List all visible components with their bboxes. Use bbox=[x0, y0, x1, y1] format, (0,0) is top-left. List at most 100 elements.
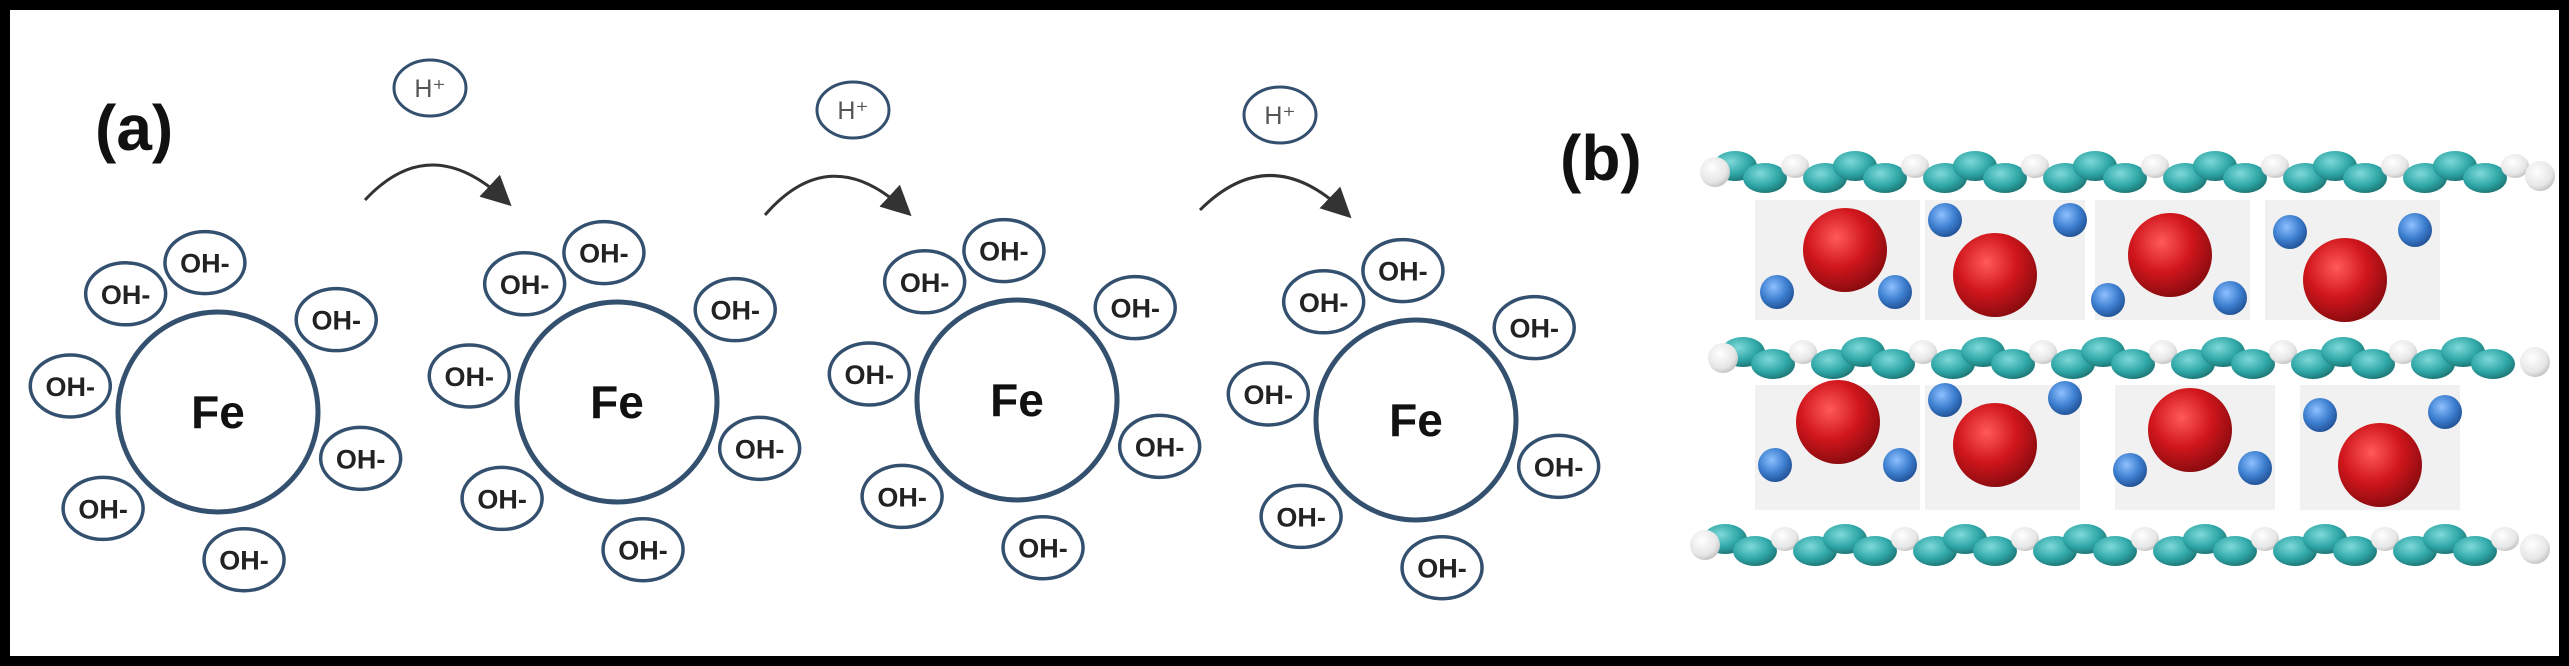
water-hydrogen-atom bbox=[2428, 395, 2462, 429]
fe-atom-circle bbox=[914, 297, 1120, 503]
water-hydrogen-atom bbox=[1758, 448, 1792, 482]
hydroxide-ligand: OH- bbox=[1516, 433, 1601, 500]
ligand-ellipse bbox=[693, 276, 777, 343]
proton-transfer-arrow: H⁺ bbox=[763, 80, 912, 217]
panel-a-label: (a) bbox=[95, 92, 173, 164]
ligand-label: OH- bbox=[46, 372, 96, 402]
ligand-label: OH- bbox=[1378, 257, 1428, 287]
hydrogen-atom bbox=[2131, 527, 2159, 551]
hydrogen-atom bbox=[1909, 340, 1937, 364]
proton-ellipse bbox=[392, 58, 468, 118]
water-hydrogen-atom bbox=[1878, 275, 1912, 309]
oxygen-atom bbox=[1953, 233, 2037, 317]
oxygen-atom bbox=[1796, 380, 1880, 464]
carbon-atom bbox=[1863, 163, 1907, 193]
hydrogen-atom bbox=[2261, 154, 2289, 178]
ligand-ellipse bbox=[827, 341, 912, 407]
panel-b-diagram bbox=[1690, 151, 2555, 566]
hydroxide-ligand: OH- bbox=[1492, 294, 1576, 361]
carbon-atom bbox=[2093, 536, 2137, 566]
oxygen-atom bbox=[1803, 208, 1887, 292]
ligand-label: OH- bbox=[710, 296, 760, 326]
water-hydrogen-atom bbox=[2273, 215, 2307, 249]
carbon-layer-3 bbox=[1690, 524, 2550, 566]
water-molecule bbox=[1925, 381, 2082, 510]
ligand-ellipse bbox=[1281, 269, 1366, 335]
hydroxide-ligand: OH- bbox=[693, 276, 777, 343]
hydroxide-ligand: OH- bbox=[28, 353, 113, 419]
ligand-label: OH- bbox=[618, 536, 668, 566]
carbon-atom bbox=[1743, 163, 1787, 193]
hydroxide-ligand: OH- bbox=[717, 415, 802, 482]
hydroxide-ligand: OH- bbox=[1001, 514, 1085, 581]
hydrogen-atom bbox=[1781, 154, 1809, 178]
water-hydrogen-atom bbox=[2398, 213, 2432, 247]
oxygen-atom bbox=[2128, 213, 2212, 297]
hydroxide-ligand: OH- bbox=[202, 526, 286, 593]
hydrogen-atom bbox=[1891, 527, 1919, 551]
ligand-label: OH- bbox=[1509, 314, 1559, 344]
fe-label: Fe bbox=[1389, 394, 1443, 446]
hydroxide-ligand: OH- bbox=[318, 425, 403, 492]
carbon-atom bbox=[1973, 536, 2017, 566]
carbon-atom bbox=[2333, 536, 2377, 566]
hydrogen-atom bbox=[2520, 347, 2550, 377]
ligand-ellipse bbox=[61, 475, 145, 542]
hydroxide-ligand: OH- bbox=[860, 463, 944, 530]
hydrogen-atom bbox=[2381, 154, 2409, 178]
ligand-ellipse bbox=[202, 526, 286, 593]
ligand-ellipse bbox=[163, 229, 247, 296]
oxygen-atom bbox=[2338, 423, 2422, 507]
proton-label: H⁺ bbox=[414, 75, 445, 103]
hydroxide-ligand: OH- bbox=[1093, 274, 1177, 341]
water-molecule bbox=[2265, 200, 2440, 322]
ligand-label: OH- bbox=[1276, 502, 1326, 532]
fe-atom-circle bbox=[514, 299, 720, 505]
water-molecule bbox=[1755, 200, 1920, 320]
hydroxide-ligand: OH- bbox=[882, 249, 967, 315]
ligand-label: OH- bbox=[979, 237, 1029, 267]
water-molecule bbox=[2091, 200, 2250, 320]
fe-label: Fe bbox=[590, 376, 644, 428]
carbon-atom bbox=[1871, 349, 1915, 379]
ligand-ellipse bbox=[860, 463, 944, 530]
hydroxide-ligand: OH- bbox=[1281, 269, 1366, 335]
hydroxide-ligand: OH- bbox=[83, 261, 168, 327]
hydrogen-atom bbox=[1901, 154, 1929, 178]
hydrogen-atom bbox=[2251, 527, 2279, 551]
fe-label: Fe bbox=[990, 374, 1044, 426]
carbon-atom bbox=[2343, 163, 2387, 193]
water-hydrogen-atom bbox=[1928, 383, 1962, 417]
carbon-atom bbox=[2223, 163, 2267, 193]
ligand-label: OH- bbox=[180, 249, 230, 279]
hydrogen-atom bbox=[2269, 340, 2297, 364]
hydroxide-ligand: OH- bbox=[294, 286, 378, 353]
hydrogen-atom bbox=[1708, 343, 1738, 373]
carbon-layer-2 bbox=[1708, 337, 2550, 379]
hydrogen-atom bbox=[2501, 154, 2529, 178]
water-hydrogen-atom bbox=[1760, 275, 1794, 309]
ligand-ellipse bbox=[427, 343, 512, 409]
water-hydrogen-atom bbox=[1883, 448, 1917, 482]
ligand-label: OH- bbox=[1299, 288, 1349, 318]
hydroxide-ligand: OH- bbox=[1259, 483, 1343, 550]
hydrogen-atom bbox=[2029, 340, 2057, 364]
ligand-ellipse bbox=[1093, 274, 1177, 341]
hydrogen-atom bbox=[2011, 527, 2039, 551]
water-hydrogen-atom bbox=[2113, 453, 2147, 487]
hydroxide-ligand: OH- bbox=[1226, 361, 1311, 427]
panel-b-label: (b) bbox=[1560, 122, 1642, 194]
hydrogen-atom bbox=[2525, 161, 2555, 191]
ligand-label: OH- bbox=[1135, 432, 1185, 462]
fe-atom-circle bbox=[1313, 317, 1519, 523]
carbon-atom bbox=[2453, 536, 2497, 566]
curved-arrow bbox=[1198, 174, 1352, 219]
ligand-label: OH- bbox=[579, 239, 629, 269]
hydrogen-atom bbox=[1700, 157, 1730, 187]
ligand-label: OH- bbox=[900, 268, 950, 298]
hydroxide-ligand: OH- bbox=[827, 341, 912, 407]
hydroxide-ligand: OH- bbox=[482, 251, 567, 317]
proton-transfer-arrow: H⁺ bbox=[1198, 85, 1352, 219]
